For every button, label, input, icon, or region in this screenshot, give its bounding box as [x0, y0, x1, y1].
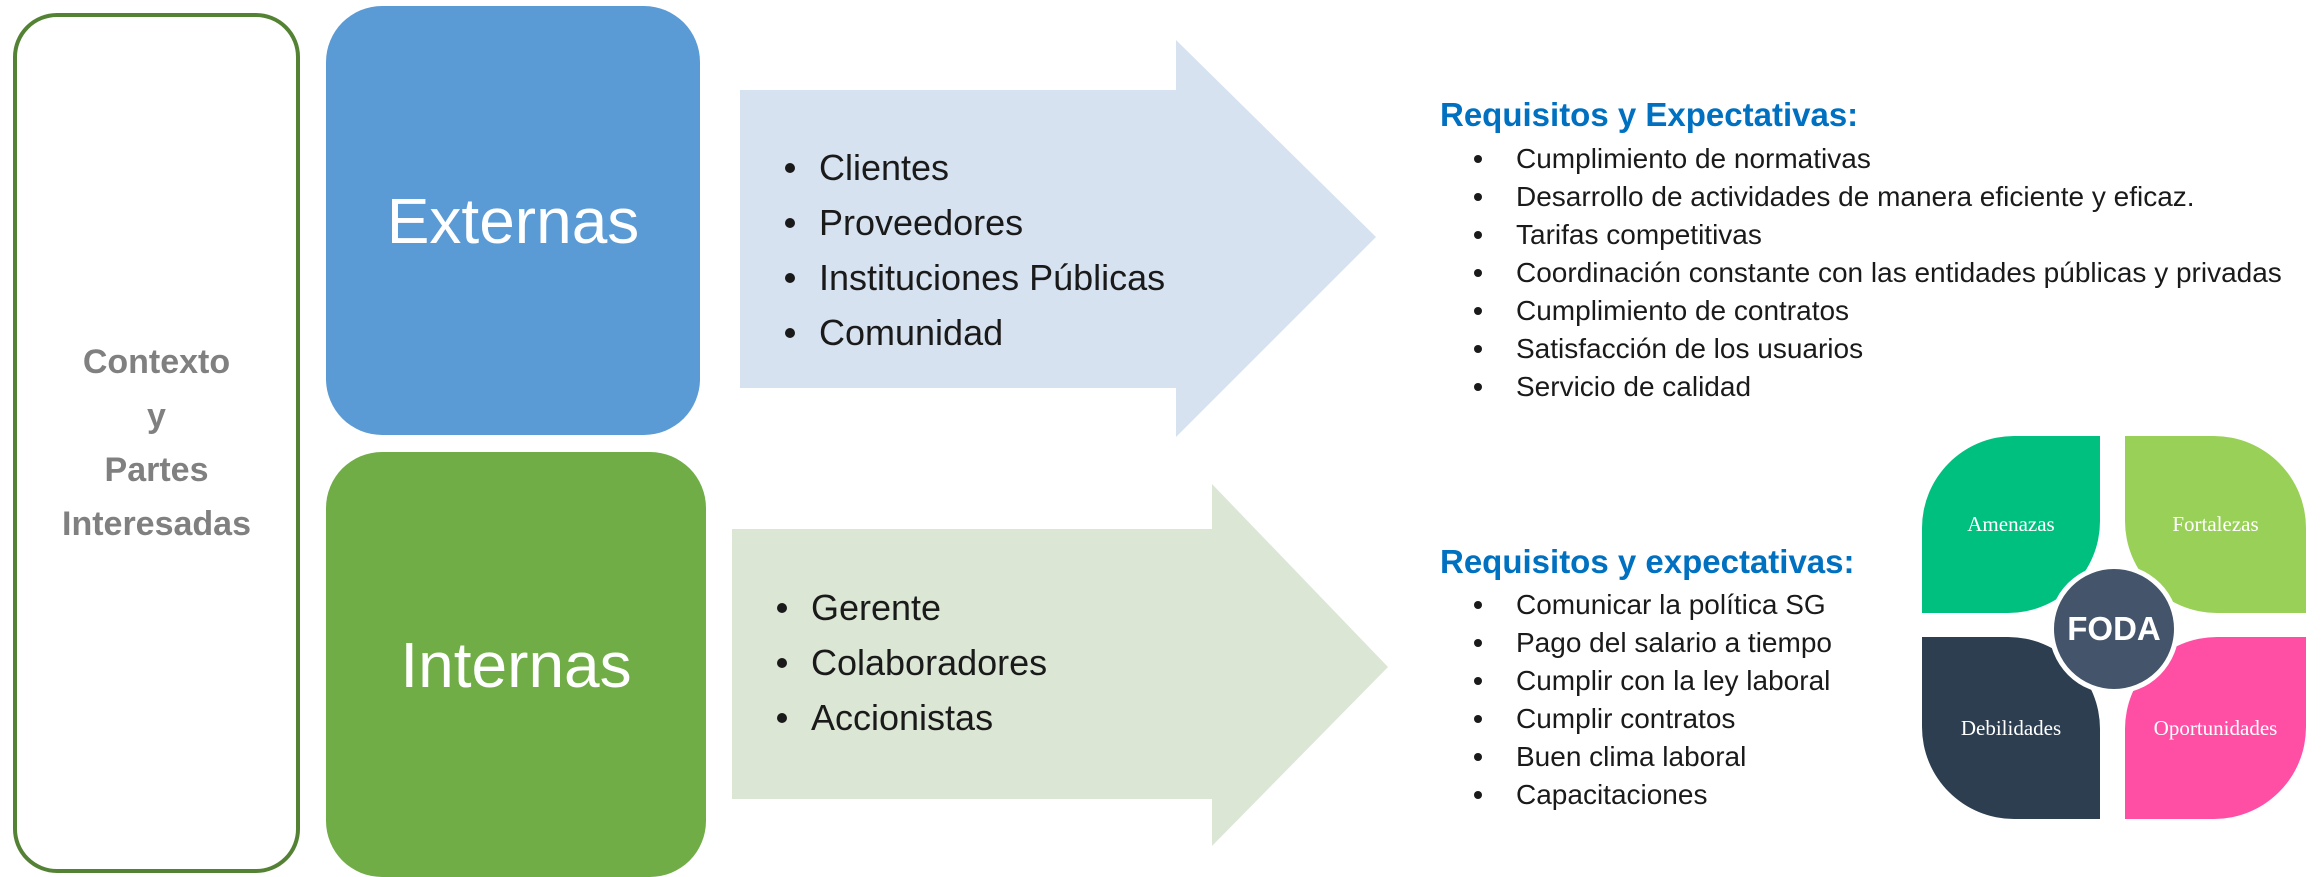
bullet-icon: [1474, 155, 1482, 163]
foda-debilidades-label: Debilidades: [1960, 715, 2062, 740]
list-item: Buen clima laboral: [1466, 738, 1832, 776]
context-line-3: Partes: [104, 451, 209, 489]
internas-label: Internas: [400, 628, 632, 701]
req-item: Buen clima laboral: [1516, 741, 1747, 772]
list-item: Cumplir contratos: [1466, 700, 1832, 738]
context-line-2: y: [147, 397, 166, 435]
bullet-icon: [1474, 345, 1482, 353]
bullet-icon: [785, 162, 795, 173]
internas-arrow-shape: [732, 484, 1388, 846]
bullet-icon: [777, 602, 787, 613]
req-item: Coordinación constante con las entidades…: [1516, 257, 2282, 288]
externas-arrow-shape: [740, 40, 1376, 437]
req-item: Comunicar la política SG: [1516, 589, 1826, 620]
bullet-icon: [1474, 677, 1482, 685]
internas-item: Colaboradores: [811, 641, 1048, 683]
context-line-4: Interesadas: [62, 505, 251, 543]
internas-list: Gerente Colaboradores Accionistas: [777, 580, 1047, 745]
bullet-icon: [1474, 193, 1482, 201]
foda-diagram: Amenazas Fortalezas Debilidades Oportuni…: [1922, 436, 2306, 819]
bullet-icon: [785, 327, 795, 338]
bullet-icon: [1474, 307, 1482, 315]
req-item: Servicio de calidad: [1516, 371, 1752, 402]
foda-center: FODA: [2049, 564, 2179, 694]
bullet-icon: [777, 657, 787, 668]
list-item: Pago del salario a tiempo: [1466, 624, 1832, 662]
req-item: Cumplir contratos: [1516, 703, 1736, 734]
req-internas-title: Requisitos y expectativas:: [1440, 543, 1855, 580]
list-item: Desarrollo de actividades de manera efic…: [1466, 178, 2282, 216]
internas-arrow: [732, 484, 1388, 846]
list-item: Capacitaciones: [1466, 776, 1832, 814]
req-item: Cumplimiento de contratos: [1516, 295, 1850, 326]
bullet-icon: [1474, 791, 1482, 799]
context-box: Contexto y Partes Interesadas: [13, 13, 300, 873]
bullet-icon: [777, 712, 787, 723]
bullet-icon: [785, 217, 795, 228]
list-item: Instituciones Públicas: [785, 250, 1165, 305]
req-item: Tarifas competitivas: [1516, 219, 1762, 250]
list-item: Satisfacción de los usuarios: [1466, 330, 2282, 368]
externas-item: Proveedores: [819, 201, 1024, 243]
context-line-1: Contexto: [82, 343, 231, 381]
list-item: Proveedores: [785, 195, 1165, 250]
bullet-icon: [1474, 753, 1482, 761]
bullet-icon: [1474, 639, 1482, 647]
req-externas-list: Cumplimiento de normativas Desarrollo de…: [1466, 140, 2282, 406]
bullet-icon: [1474, 231, 1482, 239]
req-item: Cumplir con la ley laboral: [1516, 665, 1831, 696]
bullet-icon: [1474, 715, 1482, 723]
list-item: Clientes: [785, 140, 1165, 195]
list-item: Colaboradores: [777, 635, 1047, 690]
context-title: Contexto y Partes Interesadas: [62, 335, 251, 551]
externas-item: Clientes: [819, 146, 950, 188]
foda-center-label: FODA: [2067, 610, 2161, 647]
req-item: Satisfacción de los usuarios: [1516, 333, 1864, 364]
foda-amenazas-label: Amenazas: [1967, 512, 2055, 536]
req-internas-list: Comunicar la política SG Pago del salari…: [1466, 586, 1832, 814]
bullet-icon: [1474, 383, 1482, 391]
req-item: Desarrollo de actividades de manera efic…: [1516, 181, 2195, 212]
list-item: Comunidad: [785, 305, 1165, 360]
externas-list: Clientes Proveedores Instituciones Públi…: [785, 140, 1165, 360]
foda-oportunidades-label: Oportunidades: [2153, 715, 2278, 740]
req-item: Cumplimiento de normativas: [1516, 143, 1871, 174]
list-item: Accionistas: [777, 690, 1047, 745]
list-item: Comunicar la política SG: [1466, 586, 1832, 624]
externas-label: Externas: [386, 184, 640, 257]
req-item: Pago del salario a tiempo: [1516, 627, 1832, 658]
externas-arrow: [740, 40, 1376, 437]
req-item: Capacitaciones: [1516, 779, 1708, 810]
internas-item: Accionistas: [811, 696, 994, 738]
list-item: Cumplir con la ley laboral: [1466, 662, 1832, 700]
list-item: Servicio de calidad: [1466, 368, 2282, 406]
internas-item: Gerente: [811, 586, 942, 628]
foda-fortalezas-label: Fortalezas: [2172, 512, 2259, 536]
list-item: Cumplimiento de contratos: [1466, 292, 2282, 330]
bullet-icon: [1474, 601, 1482, 609]
internas-box: Internas: [326, 452, 706, 877]
externas-item: Instituciones Públicas: [819, 256, 1166, 298]
req-externas-title: Requisitos y Expectativas:: [1440, 96, 1859, 133]
list-item: Cumplimiento de normativas: [1466, 140, 2282, 178]
externas-box: Externas: [326, 6, 700, 435]
list-item: Gerente: [777, 580, 1047, 635]
externas-item: Comunidad: [819, 311, 1004, 353]
list-item: Coordinación constante con las entidades…: [1466, 254, 2282, 292]
bullet-icon: [1474, 269, 1482, 277]
bullet-icon: [785, 272, 795, 283]
list-item: Tarifas competitivas: [1466, 216, 2282, 254]
